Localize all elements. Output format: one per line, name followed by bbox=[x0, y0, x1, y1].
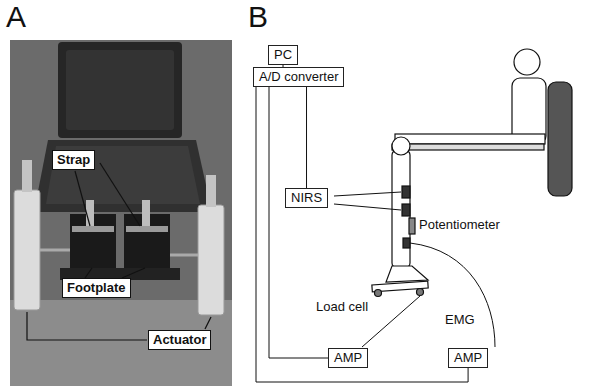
node-text: A/D converter bbox=[259, 69, 338, 85]
device-box: NIRS bbox=[285, 188, 328, 208]
subject-figure bbox=[372, 49, 572, 297]
signal-line bbox=[269, 87, 328, 358]
panel-letter: A bbox=[6, 1, 26, 33]
sensor-label: Potentiometer bbox=[419, 217, 500, 233]
signal-line bbox=[306, 87, 307, 188]
photo bbox=[10, 40, 232, 386]
node-text: Actuator bbox=[153, 332, 206, 348]
panel-letter: B bbox=[248, 1, 268, 33]
signal-line bbox=[256, 87, 468, 382]
node-text: AMP bbox=[334, 350, 362, 366]
amplifier-box: AMP bbox=[448, 348, 488, 368]
amplifier-box: AMP bbox=[328, 348, 368, 368]
sensor-label: Load cell bbox=[316, 299, 368, 315]
node-text: PC bbox=[274, 47, 292, 63]
part-label: Actuator bbox=[148, 330, 211, 350]
device-box: PC bbox=[268, 45, 298, 65]
signal-wire bbox=[334, 192, 495, 347]
node-text: Footplate bbox=[67, 280, 126, 296]
device-box: A/D converter bbox=[253, 67, 344, 87]
leader-line bbox=[27, 163, 211, 340]
part-label: Strap bbox=[52, 150, 95, 170]
node-text: Strap bbox=[57, 152, 90, 168]
node-text: AMP bbox=[454, 350, 482, 366]
node-text: NIRS bbox=[291, 190, 322, 206]
part-label: Footplate bbox=[62, 278, 131, 298]
sensor-label: EMG bbox=[445, 312, 475, 328]
